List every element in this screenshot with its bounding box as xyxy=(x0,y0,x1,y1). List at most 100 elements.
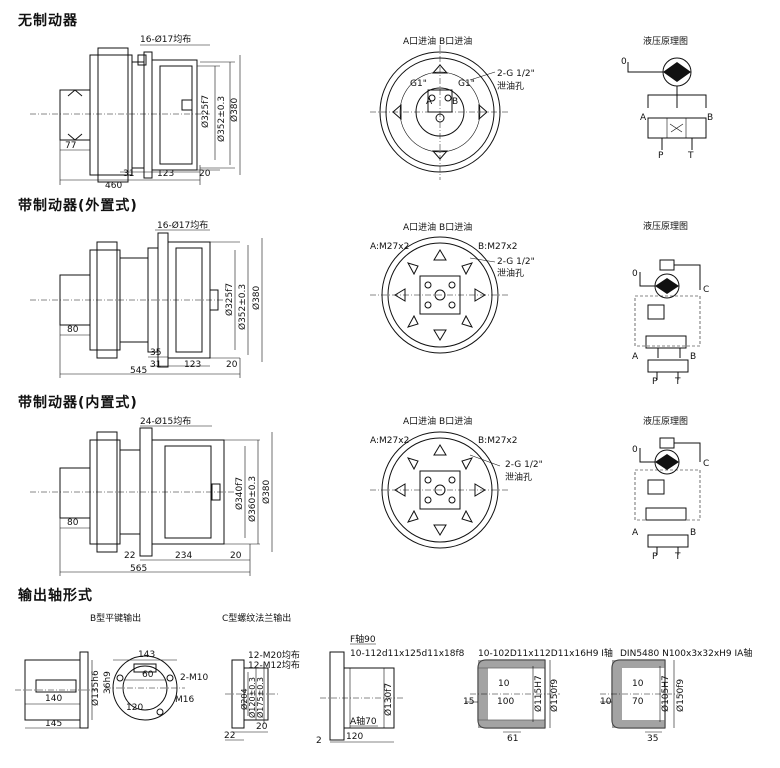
section-title-output-shaft: 输出轴形式 xyxy=(18,588,93,604)
shaft-i-d1-label: Ø115H7 xyxy=(533,675,544,712)
shaft-f-120-label: 120 xyxy=(346,732,363,742)
shaft-ia-35-label: 35 xyxy=(647,734,658,744)
r3-ports-label: A口进油 B口进油 xyxy=(403,415,472,427)
r1-drain-cn-label: 泄油孔 xyxy=(497,80,524,92)
r2-holes-label: 16-Ø17均布 xyxy=(157,219,208,231)
shaft-i-15-label: 15 xyxy=(463,697,474,707)
r1-31-label: 31 xyxy=(123,169,134,179)
shaft-ia-10a-label: 10 xyxy=(632,679,644,689)
r1-g1b-label: G1" xyxy=(458,79,475,89)
r1-20-label: 20 xyxy=(199,169,211,179)
shaft-c-d2-label: Ø175±0.3 xyxy=(255,677,265,718)
shaft-ia-70-label: 70 xyxy=(632,697,644,707)
motor-front-view-external-brake xyxy=(370,236,510,354)
shaft-i-title: 10-102D11x112D11x16H9 I轴 xyxy=(478,647,613,659)
r1-ports-label: A口进油 B口进油 xyxy=(403,35,472,47)
hydraulic-schematic-1 xyxy=(627,57,707,150)
shaft-c-d1-label: Ø120±0.3 xyxy=(247,677,257,718)
r3-mb-label: B:M27x2 xyxy=(478,436,517,446)
shaft-c-m20-label: 12-M20均布 xyxy=(248,649,300,661)
r3-drain-label: 2-G 1/2" xyxy=(505,460,543,470)
shaft-b-type-drawing xyxy=(15,651,185,729)
shaft-b-140-label: 140 xyxy=(45,694,62,704)
shaft-b-36-label: 36h9 xyxy=(103,671,113,694)
r2-35-label: 35 xyxy=(150,348,161,358)
r2-ht-label: T xyxy=(674,377,681,387)
shaft-i-100-label: 100 xyxy=(497,697,514,707)
r2-20-label: 20 xyxy=(226,360,238,370)
shaft-ia-d1-label: Ø105H7 xyxy=(660,675,671,712)
r3-d3-label: Ø380 xyxy=(261,479,272,504)
r2-h0-label: 0 xyxy=(632,269,638,279)
r3-ha-label: A xyxy=(632,528,639,538)
r2-123-label: 123 xyxy=(184,360,201,370)
r1-drain-label: 2-G 1/2" xyxy=(497,69,535,79)
section-title-external-brake: 带制动器(外置式) xyxy=(18,198,138,214)
r3-hp-label: P xyxy=(652,552,658,562)
shaft-c-title: C型螺纹法兰输出 xyxy=(222,612,291,624)
r3-drain-cn-label: 泄油孔 xyxy=(505,471,532,483)
r3-22-label: 22 xyxy=(124,551,135,561)
shaft-i-d2-label: Ø150f9 xyxy=(549,679,560,712)
shaft-ia-type-drawing xyxy=(600,659,680,733)
shaft-f-d-label: Ø130f7 xyxy=(383,683,394,716)
r1-d3-label: Ø380 xyxy=(229,97,240,122)
motor-side-view-internal-brake xyxy=(30,425,273,576)
r1-ht-label: T xyxy=(687,151,694,161)
shaft-b-m16-label: M16 xyxy=(175,695,194,705)
r1-g1a-label: G1" xyxy=(410,79,427,89)
shaft-b-120-label: 120 xyxy=(126,703,143,713)
r3-234-label: 234 xyxy=(175,551,192,561)
shaft-i-10-label: 10 xyxy=(498,679,510,689)
r2-ha-label: A xyxy=(632,352,639,362)
r2-80-label: 80 xyxy=(67,325,79,335)
r2-d1-label: Ø325f7 xyxy=(224,283,235,316)
shaft-i-61-label: 61 xyxy=(507,734,518,744)
r1-d1-label: Ø325f7 xyxy=(200,95,211,128)
r1-port-a-label: A xyxy=(426,97,433,107)
hydraulic-schematic-3 xyxy=(634,437,701,555)
r2-d3-label: Ø380 xyxy=(251,285,262,310)
shaft-ia-d2-label: Ø150f9 xyxy=(675,679,686,712)
r3-hb-label: B xyxy=(690,528,696,538)
r3-ma-label: A:M27x2 xyxy=(370,436,409,446)
r3-ht-label: T xyxy=(674,552,681,562)
r1-hyd-title: 液压原理图 xyxy=(643,35,688,47)
shaft-ia-10b-label: 10 xyxy=(600,697,612,707)
r3-d1-label: Ø340f7 xyxy=(234,477,245,510)
r1-h0-label: 0 xyxy=(621,57,627,67)
r3-565-label: 565 xyxy=(130,564,147,574)
r2-ports-label: A口进油 B口进油 xyxy=(403,221,472,233)
shaft-b-m10-label: 2-M10 xyxy=(180,673,208,683)
r1-123-label: 123 xyxy=(157,169,174,179)
motor-side-view-external-brake xyxy=(30,229,263,378)
shaft-f-spline-label: 10-112d11x125d11x18f8 xyxy=(350,649,465,659)
section-title-internal-brake: 带制动器(内置式) xyxy=(18,395,138,411)
shaft-ia-title: DIN5480 N100x3x32xH9 IA轴 xyxy=(620,647,752,659)
r3-80-label: 80 xyxy=(67,518,79,528)
r3-20-label: 20 xyxy=(230,551,242,561)
r1-ha-label: A xyxy=(640,113,647,123)
r2-hyd-title: 液压原理图 xyxy=(643,220,688,232)
r2-drain-cn-label: 泄油孔 xyxy=(497,267,524,279)
motor-side-view-no-brake xyxy=(30,44,241,185)
shaft-b-title: B型平键输出 xyxy=(90,612,141,624)
shaft-i-type-drawing xyxy=(465,659,560,733)
motor-front-view-no-brake xyxy=(370,45,510,180)
r2-hp-label: P xyxy=(652,377,658,387)
shaft-c-d3-label: Ø204 xyxy=(239,688,249,710)
r2-d2-label: Ø352±0.3 xyxy=(237,284,248,330)
section-title-no-brake: 无制动器 xyxy=(18,13,78,29)
shaft-c-type-drawing xyxy=(225,659,280,741)
shaft-f-a-label: A轴70 xyxy=(350,715,377,727)
shaft-b-143-label: 143 xyxy=(138,650,155,660)
r2-ma-label: A:M27x2 xyxy=(370,242,409,252)
shaft-b-60-label: 60 xyxy=(142,670,154,680)
r3-holes-label: 24-Ø15均布 xyxy=(140,415,191,427)
r2-31-label: 31 xyxy=(150,360,161,370)
shaft-f-2-label: 2 xyxy=(316,736,322,746)
r3-h0-label: 0 xyxy=(632,445,638,455)
r2-545-label: 545 xyxy=(130,366,147,376)
r1-hb-label: B xyxy=(707,113,713,123)
